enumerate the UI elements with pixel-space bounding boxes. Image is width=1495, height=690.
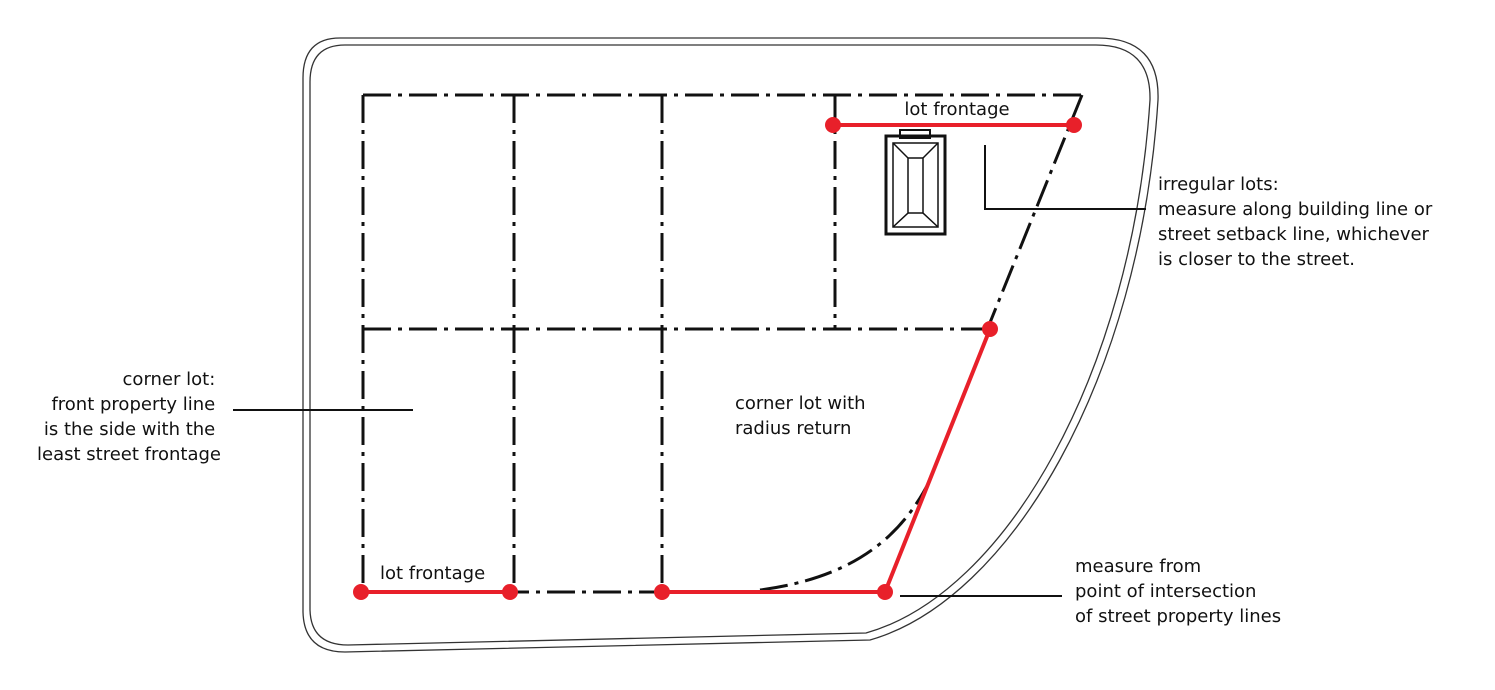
building-outline [884,134,947,236]
label-top-frontage: lot frontage [904,99,1009,120]
point-diagonal-top [982,321,998,337]
point-bottom-2 [502,584,518,600]
leader-lines [233,145,1146,597]
leader-irregular [984,145,1146,210]
building-roof-inner [892,142,939,228]
block-boundary [302,37,1159,653]
radius-line-1: corner lot with [735,393,866,414]
block-outline-inner [309,44,1151,646]
corner-line-2: front property line [51,394,215,415]
corner-line-3: is the side with the [44,419,215,440]
point-intersection [877,584,893,600]
label-measure-from: measure from point of intersection of st… [1075,556,1281,627]
point-top-right [1066,117,1082,133]
radius-return-line [759,479,932,592]
measure-line-1: measure from [1075,556,1201,577]
irregular-line-1: irregular lots: [1158,174,1279,195]
label-irregular-lots: irregular lots: measure along building l… [1158,174,1438,270]
building-roof-ridge-right [922,142,939,228]
property-lines [361,93,1084,594]
diagonal-frontage-line [883,328,992,593]
irregular-line-4: is closer to the street. [1158,249,1355,270]
diagonal-street-line [983,94,1084,336]
point-bottom-1 [353,584,369,600]
label-radius-lot: corner lot with radius return [735,393,871,439]
label-corner-lot: corner lot: front property line is the s… [37,369,221,465]
corner-line-4: least street frontage [37,444,221,465]
frontage-measurements [361,123,1074,594]
irregular-line-3: street setback line, whichever [1158,224,1430,245]
label-bottom-frontage: lot frontage [380,563,485,584]
building-porch [899,129,931,139]
building [884,129,947,236]
corner-line-1: corner lot: [123,369,216,390]
measure-line-2: point of intersection [1075,581,1256,602]
radius-line-2: radius return [735,418,851,439]
irregular-line-2: measure along building line or [1158,199,1433,220]
block-outline-outer [302,37,1159,653]
frontage-points [353,117,1082,600]
measure-line-3: of street property lines [1075,606,1281,627]
building-roof-ridge [892,142,909,228]
point-bottom-3 [654,584,670,600]
point-top-left [825,117,841,133]
